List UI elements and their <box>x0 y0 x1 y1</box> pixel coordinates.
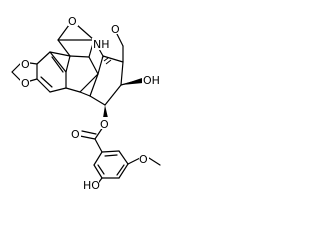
atom-ester-oxygen: O <box>100 118 109 131</box>
atom-phenol-hydroxyl: HO <box>83 179 100 190</box>
atom-methoxy-oxygen-top: O <box>111 23 120 36</box>
atom-methoxy-oxygen-aryl: O <box>139 153 148 166</box>
atom-hydroxyl: OH <box>143 74 160 87</box>
aryl-ring <box>93 150 161 187</box>
cyclohexane-ring <box>79 31 141 106</box>
atom-bridge-oxygen: O <box>68 15 77 28</box>
chemical-structure-diagram: O NH O OH O O O O O HO <box>11 14 161 190</box>
atom-dioxole-oxygen-upper: O <box>21 58 30 71</box>
bridge-bonds <box>57 24 104 75</box>
atom-carbonyl-oxygen: O <box>71 128 80 141</box>
dioxole-ring <box>11 62 38 82</box>
stereo-bonds <box>101 55 143 118</box>
atom-dioxole-oxygen-lower: O <box>21 77 30 90</box>
atom-amine: NH <box>93 38 110 51</box>
benzo-ring <box>36 51 99 93</box>
